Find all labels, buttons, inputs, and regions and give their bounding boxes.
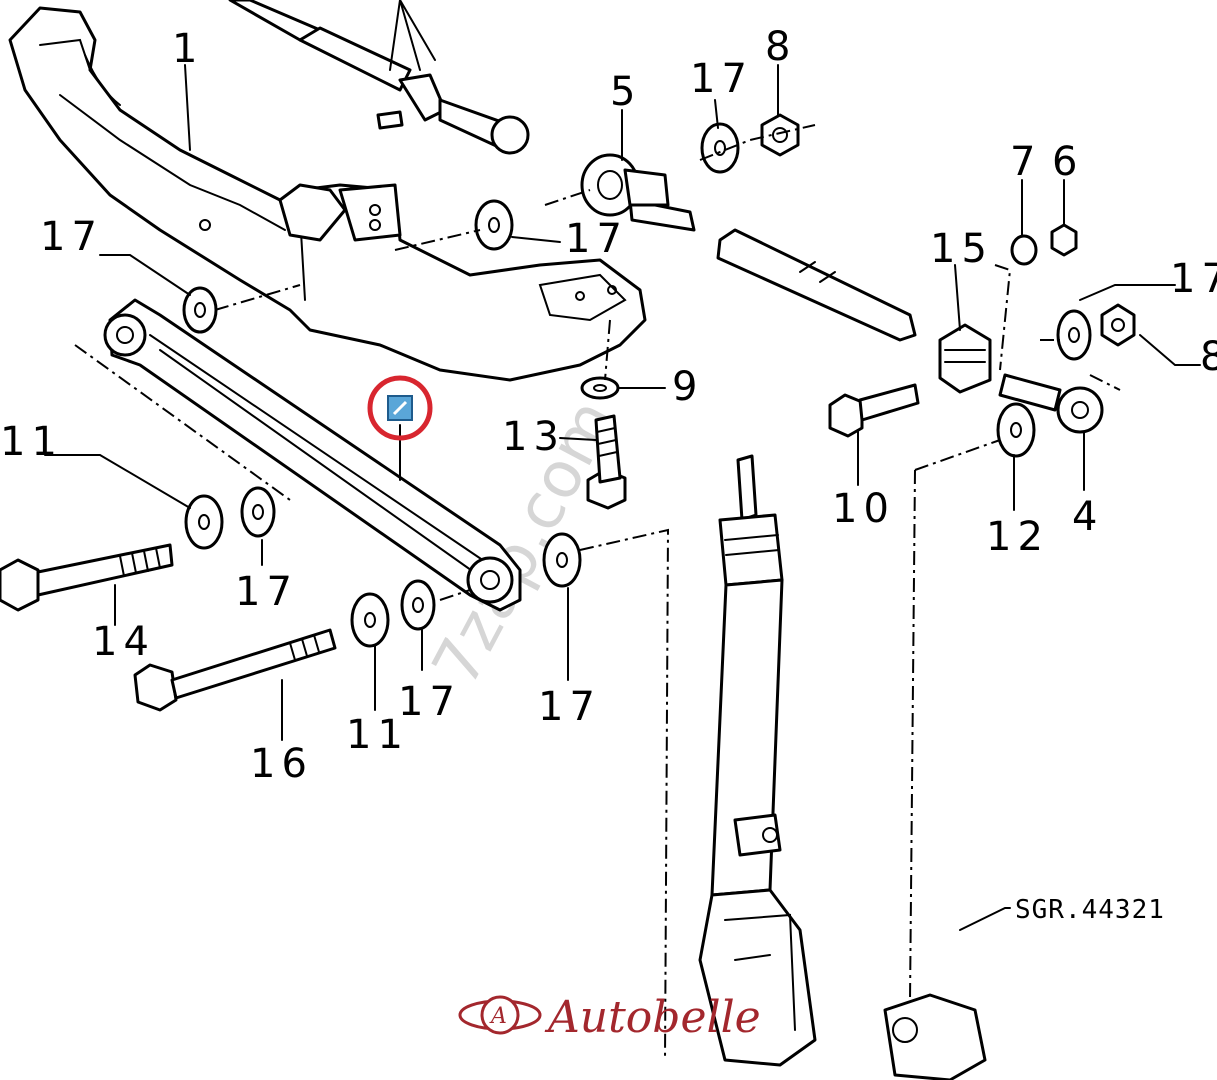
callout-10: 10	[832, 486, 895, 532]
svg-text:A: A	[489, 1004, 507, 1029]
callout-14: 14	[92, 619, 155, 665]
nuts	[760, 113, 1136, 347]
callout-16: 16	[250, 741, 313, 787]
callout-15: 15	[930, 226, 993, 272]
autobelle-logo: A Autobelle	[458, 992, 761, 1043]
bolts	[0, 198, 1062, 712]
callout-17-left: 17	[40, 214, 103, 260]
callout-17-lower-left: 17	[235, 569, 298, 615]
top-linkage	[228, 0, 530, 155]
shock-absorber-part	[698, 454, 987, 1080]
assembly-lines	[74, 124, 1121, 1061]
brand-name: Autobelle	[544, 992, 761, 1043]
callout-17-bottom-right: 17	[538, 684, 601, 730]
callout-8-top: 8	[765, 24, 796, 70]
callout-11-left: 11	[0, 419, 63, 465]
leader-lines	[44, 64, 1201, 931]
callout-11-bottom: 11	[346, 712, 409, 758]
callout-12: 12	[986, 514, 1049, 560]
pin-part	[716, 228, 917, 342]
callout-17-right: 17	[1170, 256, 1217, 302]
callout-13: 13	[502, 414, 565, 460]
highlight-marker	[367, 375, 433, 441]
callout-7: 7	[1010, 139, 1041, 185]
bushings	[580, 153, 1104, 434]
callout-4: 4	[1072, 494, 1103, 540]
subframe-part	[8, 6, 647, 382]
callout-9: 9	[672, 364, 703, 410]
callout-17-bottom-mid: 17	[398, 679, 461, 725]
callout-1: 1	[172, 26, 203, 72]
drawing-code: SGR.44321	[1015, 895, 1165, 925]
callout-5: 5	[610, 69, 641, 115]
callout-8-right: 8	[1200, 334, 1217, 380]
highlight-ring	[367, 375, 433, 441]
callout-6: 6	[1052, 139, 1083, 185]
callout-17-mid: 17	[565, 216, 628, 262]
callout-17-top: 17	[690, 56, 753, 102]
callout-labels: 1 17 8 5 7 6 15 17 17 17 8 9 13 10 12 4 …	[0, 24, 1217, 925]
lower-arm-part	[103, 298, 522, 612]
logo-emblem-icon	[480, 995, 520, 1035]
